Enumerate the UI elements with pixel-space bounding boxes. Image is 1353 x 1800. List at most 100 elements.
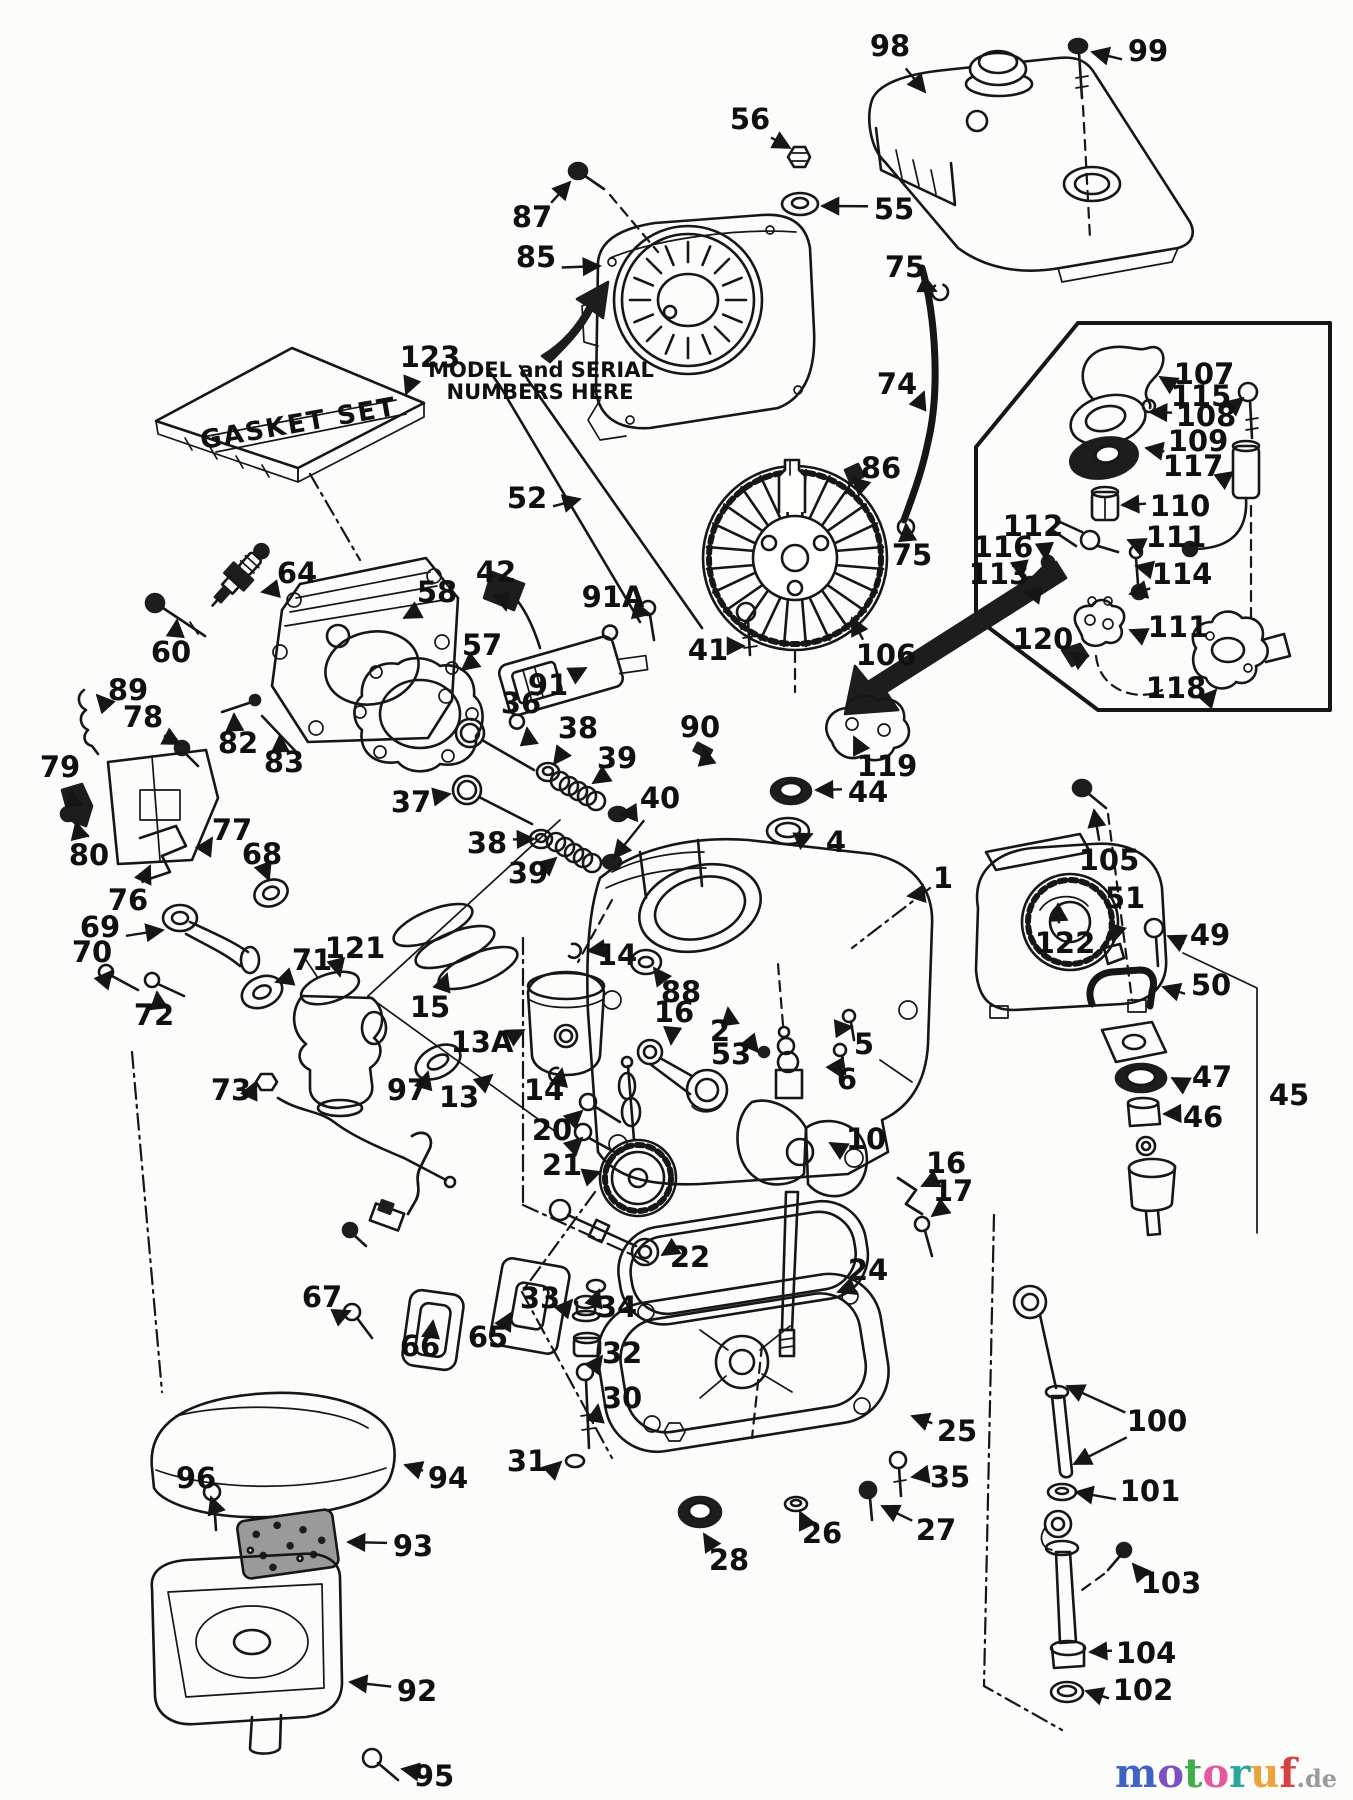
leader-arrow-26 [798, 1510, 817, 1532]
leader-arrow-119 [852, 735, 871, 757]
part-label-75: 75 [892, 538, 932, 572]
leader-arrow-38 [552, 744, 572, 766]
leader-arrow-47 [1170, 1076, 1192, 1095]
flywheel-drawing [701, 458, 889, 652]
valve-32 [572, 1331, 602, 1345]
part-label-99: 99 [1128, 34, 1168, 68]
leader-arrow-109 [1144, 441, 1165, 461]
leader-arrow-32 [583, 1354, 604, 1376]
part-label-103: 103 [1141, 1566, 1202, 1600]
bracket-111b [1073, 596, 1126, 648]
part-label-28: 28 [709, 1543, 749, 1577]
part-label-115: 115 [1171, 379, 1232, 413]
part-label-16: 16 [654, 995, 694, 1029]
gasket-68 [253, 878, 289, 908]
nut-73 [254, 1072, 279, 1092]
part-label-112: 112 [1003, 509, 1064, 543]
part-label-68: 68 [242, 837, 282, 871]
lever-16b-17 [896, 1176, 934, 1258]
leader-arrow-44 [814, 779, 843, 800]
leader-arrow-112 [1034, 541, 1054, 562]
carburetor-121 [292, 959, 388, 1118]
washer-101 [1046, 1482, 1078, 1502]
leader-arrow-107 [1158, 375, 1180, 395]
part-label-53: 53 [711, 1037, 751, 1071]
leader-arrow-28 [702, 1532, 722, 1554]
leader-arrow-102 [1084, 1687, 1110, 1706]
leader-arrow-89 [95, 693, 116, 715]
watermark-letter: r [1229, 1750, 1251, 1797]
leader-arrow-37 [431, 787, 452, 807]
spark-plug-64 [211, 542, 270, 607]
part-label-50: 50 [1191, 968, 1231, 1002]
part-label-10: 10 [846, 1122, 886, 1156]
leader-arrow-97 [413, 1070, 433, 1092]
leader-arrow-96 [207, 1495, 226, 1517]
gasket-88 [629, 948, 663, 976]
leader-arrow-34 [584, 1288, 603, 1310]
part-label-109: 109 [1168, 424, 1229, 458]
leader-arrow-31 [541, 1460, 563, 1481]
leader-arrow-111 [1128, 628, 1150, 646]
breaker-arm-111 [1050, 520, 1120, 554]
washer-31 [564, 1453, 586, 1469]
leader-arrow-93 [346, 1532, 388, 1552]
valve-36 [454, 717, 486, 749]
keeper-40b [601, 853, 623, 871]
part-label-69: 69 [80, 910, 120, 944]
leader-arrow-120 [1068, 650, 1090, 671]
bolt-49 [1143, 917, 1165, 939]
part-label-14: 14 [597, 938, 637, 972]
tank-screw-99 [1067, 37, 1092, 240]
part-label-85: 85 [516, 240, 556, 274]
part-label-91A: 91A [582, 580, 645, 614]
screw-87 [567, 161, 660, 254]
ignition-inset-box [974, 321, 1332, 712]
leader-arrow-35 [910, 1464, 931, 1484]
element-93 [236, 1508, 340, 1580]
leader-arrow-42 [492, 590, 511, 612]
part-label-101: 101 [1120, 1474, 1181, 1508]
leader-arrow-94 [403, 1461, 425, 1480]
leader-arrow-95 [400, 1762, 421, 1782]
leader-arrow-113 [1022, 585, 1043, 605]
part-label-94: 94 [428, 1461, 468, 1495]
connecting-rod-16 [636, 1038, 729, 1113]
leader-arrow-21 [580, 1168, 602, 1187]
part-label-121: 121 [325, 931, 386, 965]
part-label-100: 100 [1127, 1404, 1188, 1438]
leader-arrow-111 [1126, 538, 1148, 556]
leader-arrow-78 [160, 727, 182, 746]
cover-94 [150, 1391, 396, 1519]
cup-46 [1126, 1096, 1160, 1110]
part-label-122: 122 [1035, 926, 1096, 960]
bolt-30 [575, 1362, 595, 1382]
base-92 [150, 1552, 344, 1755]
part-label-26: 26 [802, 1516, 842, 1550]
leader-arrow-25 [910, 1412, 933, 1431]
leader-arrow-98 [904, 67, 927, 94]
part-label-15: 15 [410, 990, 450, 1024]
leader-arrow-10 [828, 1141, 850, 1161]
leader-arrow-67 [330, 1309, 352, 1327]
governor-spool-22 [548, 1198, 660, 1267]
spring-clip-107 [1081, 345, 1165, 410]
leader-arrow-30 [585, 1403, 605, 1424]
leader-arrow-13A [504, 1028, 526, 1047]
part-label-111: 111 [1146, 520, 1207, 554]
leader-arrow-1 [906, 883, 927, 903]
part-label-20: 20 [532, 1113, 572, 1147]
leader-arrow-2 [720, 1006, 740, 1027]
model-serial-line2: NUMBERS HERE [447, 380, 634, 404]
part-label-38: 38 [558, 711, 598, 745]
part-label-47: 47 [1192, 1060, 1232, 1094]
leader-arrow-66 [421, 1319, 441, 1340]
part-label-39: 39 [508, 856, 548, 890]
leader-arrow-60 [165, 618, 185, 639]
leader-arrow-74 [908, 390, 927, 412]
washer-26 [783, 1495, 809, 1513]
part-label-4: 4 [826, 825, 846, 859]
leader-arrow-16 [920, 1169, 942, 1188]
part-label-36: 36 [501, 686, 541, 720]
